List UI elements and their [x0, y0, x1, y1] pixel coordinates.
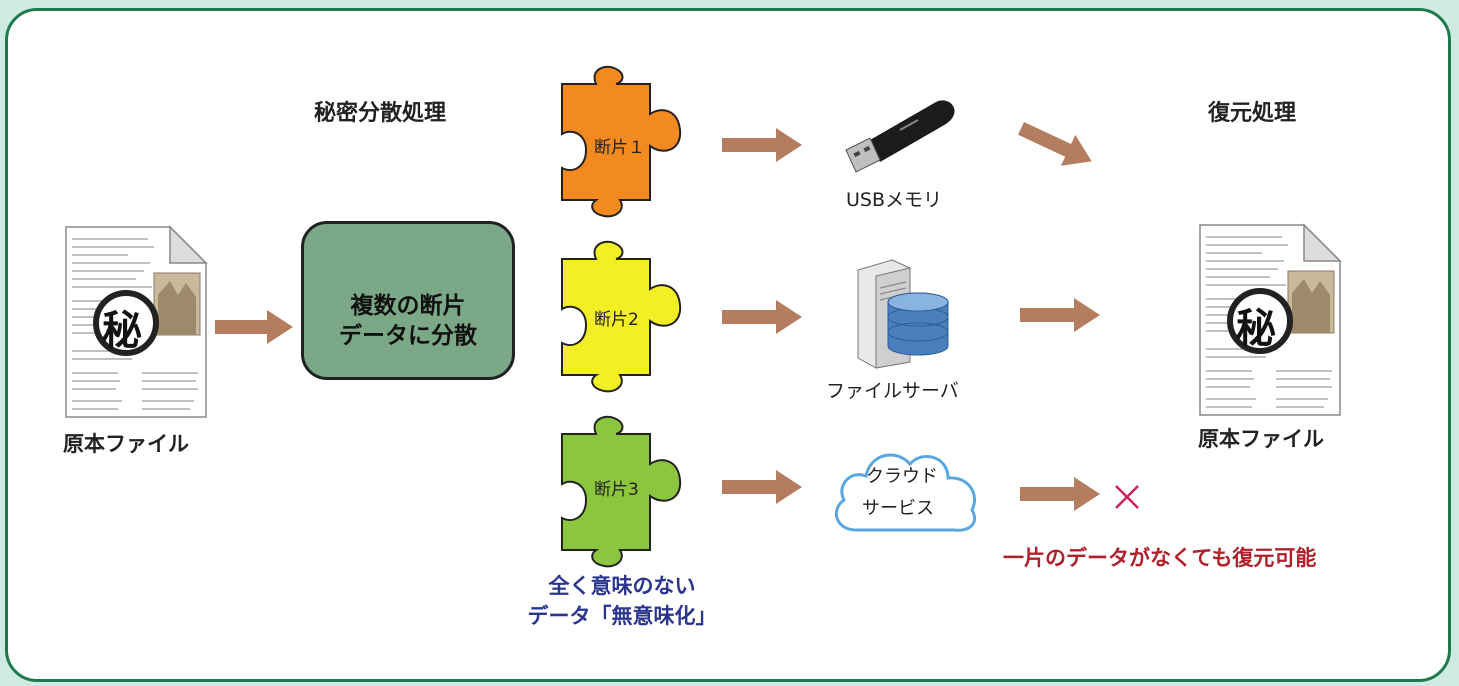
split-process-box	[301, 221, 515, 380]
fragment-1-label: 断片１	[594, 138, 645, 158]
seal-left: 秘	[102, 307, 142, 354]
original-document-left-icon	[65, 225, 208, 418]
fragment-1-puzzle-icon	[561, 65, 682, 218]
arrow-cloud-blocked	[1020, 477, 1100, 511]
cloud-label-line2: サービス	[862, 498, 934, 519]
seal-right: 秘	[1236, 305, 1276, 352]
restore-note: 一片のデータがなくても復元可能	[1003, 546, 1317, 570]
arrow-to-split	[215, 310, 293, 344]
original-document-right-icon	[1199, 223, 1342, 416]
fragment-3-label: 断片3	[594, 480, 639, 500]
cloud-label-line1: クラウド	[866, 466, 938, 487]
right-process-label: 復元処理	[1208, 101, 1297, 126]
original-file-right-label: 原本ファイル	[1198, 427, 1324, 451]
file-server-icon	[857, 259, 949, 369]
arrow-usb-restore	[1018, 122, 1092, 166]
arrow-fragment2-server	[722, 300, 802, 334]
usb-memory-icon	[845, 100, 955, 173]
fragment-3-puzzle-icon	[561, 415, 682, 568]
arrow-server-restore	[1020, 298, 1100, 332]
usb-memory-label: USBメモリ	[846, 189, 943, 211]
fragment-2-label: 断片2	[594, 310, 639, 330]
fragment-2-puzzle-icon	[561, 240, 682, 393]
arrow-fragment1-usb	[722, 128, 802, 162]
arrow-fragment3-cloud	[722, 470, 802, 504]
file-server-label: ファイルサーバ	[826, 380, 959, 402]
cross-mark-icon	[1115, 485, 1139, 509]
original-file-left-label: 原本ファイル	[63, 432, 189, 456]
left-process-label: 秘密分散処理	[314, 101, 447, 126]
cloud-service-icon	[834, 453, 977, 532]
